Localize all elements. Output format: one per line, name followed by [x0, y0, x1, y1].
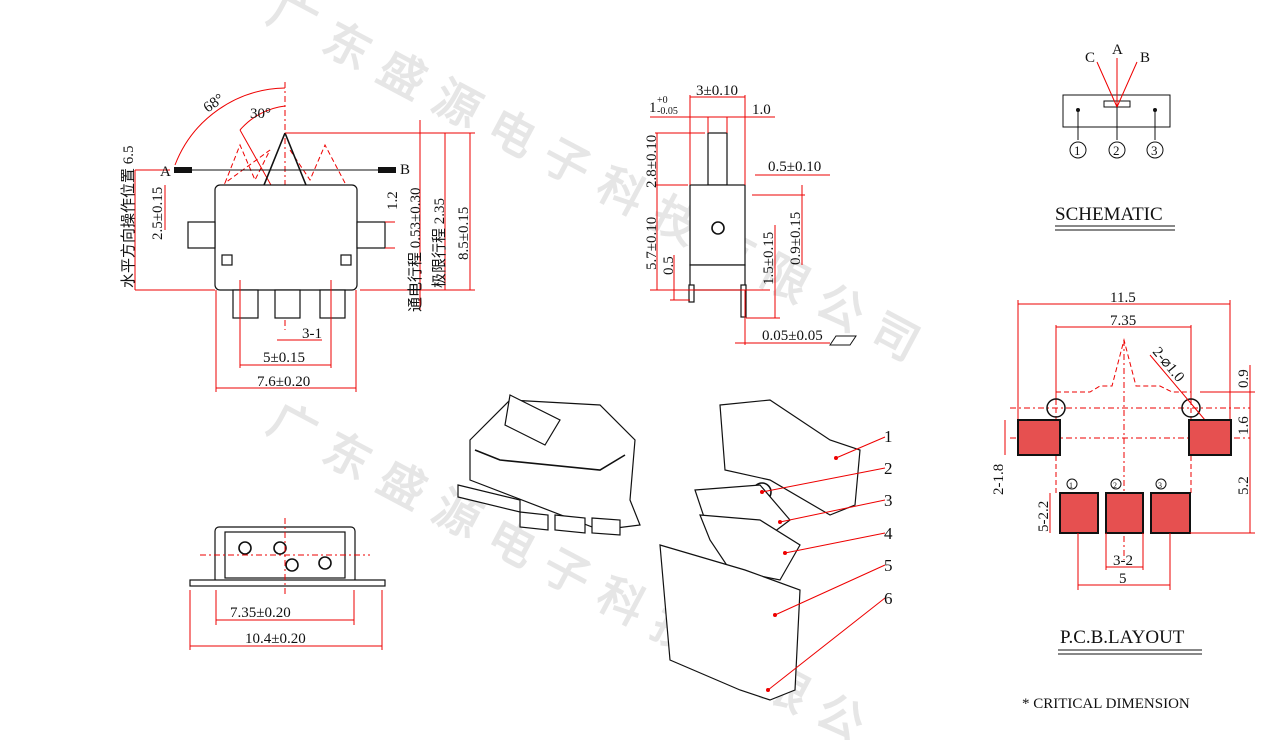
dim-1-tol-lower: -0.05 — [657, 106, 678, 117]
dim-5: 5±0.15 — [263, 350, 305, 366]
bottom-dim-10-4: 10.4±0.20 — [245, 631, 306, 647]
pcb-pad-label-3: 3 — [1158, 481, 1162, 490]
schematic-pin-2: 2 — [1113, 143, 1120, 158]
pcb-pad-3 — [1150, 492, 1191, 534]
dim-2-5: 2.5±0.15 — [150, 187, 166, 240]
pcb-dim-7-35: 7.35 — [1110, 313, 1136, 329]
dim-0-9: 0.9±0.15 — [788, 212, 804, 265]
side-view: 3±0.10 1 +0 -0.05 1.0 2.8±0.10 5.7±0.10 … — [644, 83, 857, 346]
dim-1-0: 1.0 — [752, 102, 771, 118]
pcb-dim-2-1-8: 2-1.8 — [991, 464, 1007, 495]
dim-0-5-tol: 0.5±0.10 — [768, 159, 821, 175]
horizontal-position-label: 水平方向操作位置 6.5 — [120, 145, 137, 288]
pcb-layout: 1 2 3 11.5 7.35 2-⌀1.0 0.9 1.6 5.2 2-1.8… — [991, 290, 1255, 712]
dim-8-5: 8.5±0.15 — [456, 207, 472, 260]
flatness-dim: 0.05±0.05 — [762, 328, 823, 344]
front-view: 68° 30° A B 水平方向操作位置 6.5 2.5±0.15 1.2 通电… — [120, 82, 475, 392]
angle-68-label: 68° — [201, 91, 227, 116]
pcb-pad-1 — [1059, 492, 1099, 534]
pcb-dim-11-5: 11.5 — [1110, 290, 1136, 306]
schematic-label-a: A — [1112, 42, 1123, 58]
dim-2-8: 2.8±0.10 — [644, 135, 660, 188]
isometric-view — [457, 394, 641, 536]
direction-b-label: B — [400, 162, 410, 178]
critical-dimension-note: * CRITICAL DIMENSION — [1022, 696, 1190, 712]
pcb-title: P.C.B.LAYOUT — [1060, 627, 1185, 648]
pcb-dim-3-2: 3-2 — [1113, 553, 1133, 569]
pcb-dim-5: 5 — [1119, 571, 1127, 587]
callout-1: 1 — [884, 427, 893, 446]
schematic-pin-1: 1 — [1074, 143, 1081, 158]
angle-30-label: 30° — [250, 106, 271, 122]
bottom-view: 7.35±0.20 10.4±0.20 — [189, 518, 386, 650]
bottom-dim-7-35: 7.35±0.20 — [230, 605, 291, 621]
pcb-dim-5-2-2: 5-2.2 — [1036, 501, 1052, 532]
pcb-dim-0-9: 0.9 — [1236, 369, 1252, 388]
dim-5-7: 5.7±0.10 — [644, 217, 660, 270]
pcb-pad-mount-left — [1017, 419, 1061, 456]
watermark-row-1: 广 东 盛 源 电 子 科 技 有 限 公 司 — [260, 0, 928, 372]
callout-6: 6 — [884, 589, 893, 608]
direction-a-label: A — [160, 164, 171, 180]
schematic-label-b: B — [1140, 50, 1150, 66]
callout-5: 5 — [884, 556, 893, 575]
dim-3: 3±0.10 — [696, 83, 738, 99]
dim-3-1: 3-1 — [302, 326, 322, 342]
dim-7-6: 7.6±0.20 — [257, 374, 310, 390]
pcb-pad-mount-right — [1188, 419, 1232, 456]
pcb-dim-5-2: 5.2 — [1236, 476, 1252, 495]
schematic-pin-3: 3 — [1151, 143, 1158, 158]
pcb-pad-label-1: 1 — [1069, 481, 1073, 490]
dim-1-2: 1.2 — [385, 191, 401, 210]
exploded-view: 1 2 3 4 5 6 — [659, 399, 893, 701]
dim-1-5: 1.5±0.15 — [761, 232, 777, 285]
dim-0-5: 0.5 — [661, 256, 677, 275]
dim-1-tol-upper: +0 — [657, 95, 668, 106]
schematic-label-c: C — [1085, 50, 1095, 66]
pcb-pad-label-2: 2 — [1113, 481, 1117, 490]
watermark: 广 东 盛 源 电 子 科 技 有 限 公 司 广 东 盛 源 电 子 科 技 … — [260, 0, 928, 740]
callout-3: 3 — [884, 491, 893, 510]
dim-1: 1 — [649, 100, 657, 116]
pcb-hole-dim: 2-⌀1.0 — [1149, 344, 1187, 385]
pcb-pad-2 — [1105, 492, 1144, 534]
callout-4: 4 — [884, 524, 893, 543]
conduction-travel-label: 通电行程 0.53±0.30 — [407, 188, 424, 312]
schematic-title: SCHEMATIC — [1055, 204, 1163, 225]
schematic: C A B 1 2 3 SCHEMATIC — [1055, 42, 1175, 231]
pcb-dim-1-6: 1.6 — [1236, 416, 1252, 435]
callout-2: 2 — [884, 459, 893, 478]
limit-travel-label: 极限行程 2.35 — [431, 198, 448, 288]
